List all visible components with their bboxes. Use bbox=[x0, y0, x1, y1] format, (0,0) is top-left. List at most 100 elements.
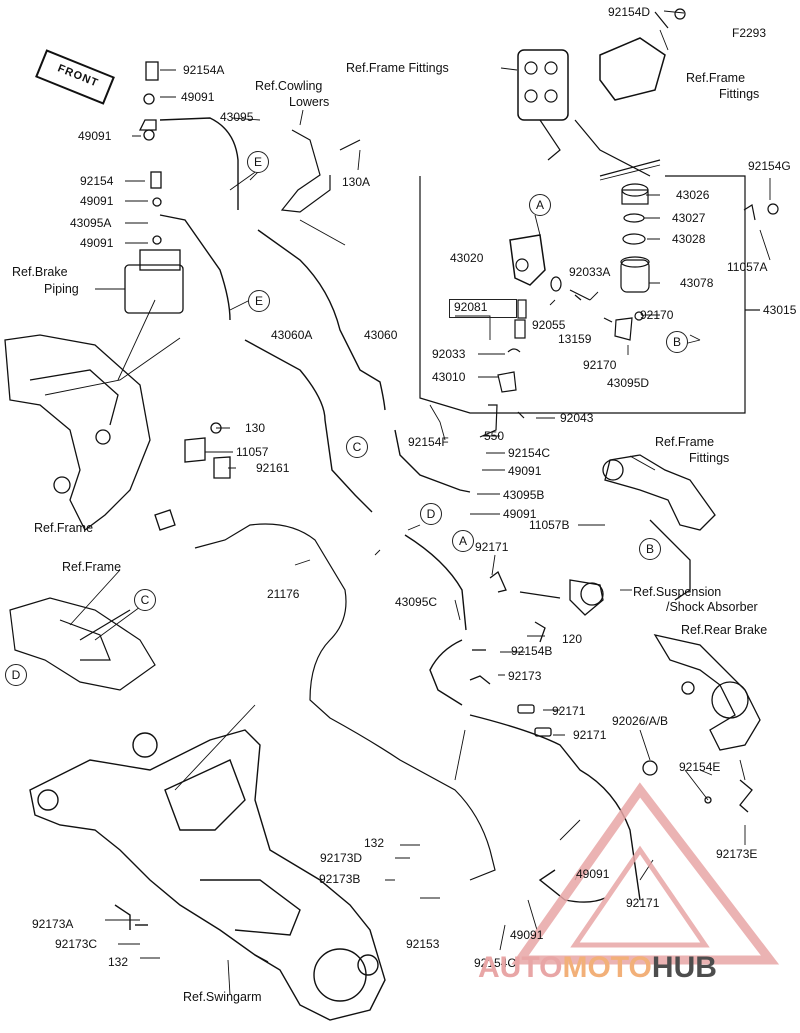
kit-box: 92081 bbox=[449, 299, 517, 318]
part-label: 43095C bbox=[395, 595, 438, 609]
watermark-part: AUTO bbox=[478, 951, 563, 984]
part-label: 92154B bbox=[511, 644, 553, 658]
callout-e: E bbox=[247, 151, 269, 173]
ref-label: Ref.Brake bbox=[12, 265, 68, 279]
part-label: 92161 bbox=[256, 461, 290, 475]
part-label: 43095B bbox=[503, 488, 545, 502]
part-label: 92154D bbox=[608, 5, 651, 19]
ref-label: Ref.Frame bbox=[62, 560, 122, 574]
part-label: 43060 bbox=[364, 328, 398, 342]
part-label: 130 bbox=[245, 421, 266, 435]
callout-d: D bbox=[5, 664, 27, 686]
part-label: 550 bbox=[484, 429, 505, 443]
callout-c: C bbox=[134, 589, 156, 611]
sensor-wire bbox=[194, 523, 496, 881]
left-frame bbox=[4, 334, 231, 531]
part-label: 43095D bbox=[607, 376, 650, 390]
part-label: 92055 bbox=[532, 318, 566, 332]
part-label: 92026/A/B bbox=[612, 714, 669, 728]
ref-label: Ref.Frame bbox=[655, 435, 715, 449]
ref-label: Piping bbox=[44, 282, 79, 296]
part-label: 92173D bbox=[320, 851, 363, 865]
part-label: 92173C bbox=[55, 937, 98, 951]
part-label: 92171 bbox=[552, 704, 586, 718]
part-label: 92153 bbox=[406, 937, 440, 951]
part-label: 92171 bbox=[475, 540, 509, 554]
part-label: 21176 bbox=[267, 587, 300, 601]
part-label: 49091 bbox=[181, 90, 215, 104]
part-label: 49091 bbox=[510, 928, 544, 942]
part-label: 43095 bbox=[220, 110, 254, 124]
ref-label: Ref.Swingarm bbox=[183, 990, 262, 1004]
rear-caliper-bracket bbox=[642, 634, 761, 813]
ref-label: Fittings bbox=[719, 87, 760, 101]
part-label: 92171 bbox=[573, 728, 607, 742]
part-label: 92154C bbox=[508, 446, 551, 460]
part-label: 92154C bbox=[474, 956, 517, 970]
ref-label: Ref.Cowling bbox=[255, 79, 323, 93]
part-label: 130A bbox=[342, 175, 371, 189]
frame-inset bbox=[9, 597, 156, 691]
part-label: 92173E bbox=[716, 847, 758, 861]
part-label: 43060A bbox=[271, 328, 313, 342]
part-label: 49091 bbox=[503, 507, 537, 521]
part-label: 120 bbox=[562, 632, 583, 646]
part-label: 92173B bbox=[319, 872, 361, 886]
part-label: 92170 bbox=[640, 308, 674, 322]
part-label: 49091 bbox=[80, 236, 114, 250]
part-label: 49091 bbox=[78, 129, 112, 143]
reservoir-components bbox=[479, 183, 779, 438]
part-label: 43010 bbox=[432, 370, 466, 384]
brake-hoses bbox=[159, 117, 641, 903]
part-label: 92154F bbox=[408, 435, 449, 449]
watermark-logo bbox=[511, 782, 780, 965]
part-label: 43020 bbox=[450, 251, 484, 265]
part-label: 92170 bbox=[583, 358, 617, 372]
ref-label: Lowers bbox=[289, 95, 330, 109]
callout-b: B bbox=[666, 331, 688, 353]
part-label: 92033A bbox=[569, 265, 611, 279]
ref-label: Ref.Suspension bbox=[633, 585, 722, 599]
callout-c: C bbox=[346, 436, 368, 458]
part-label: 92171 bbox=[626, 896, 660, 910]
reservoir-group-bracket bbox=[419, 175, 746, 414]
leader-lines bbox=[44, 10, 771, 996]
part-label: 11057 bbox=[236, 445, 269, 459]
ref-label: Ref.Frame bbox=[34, 521, 94, 535]
rear-master-area bbox=[469, 454, 716, 737]
watermark-part: MOTO bbox=[562, 951, 652, 984]
callout-d: D bbox=[420, 503, 442, 525]
ref-label: Ref.Frame bbox=[686, 71, 746, 85]
part-label: 43026 bbox=[676, 188, 710, 202]
ref-label: /Shock Absorber bbox=[666, 600, 758, 614]
part-label: 43095A bbox=[70, 216, 112, 230]
part-label: 49091 bbox=[80, 194, 114, 208]
part-label: 92154A bbox=[183, 63, 225, 77]
ref-label: Fittings bbox=[689, 451, 730, 465]
ref-label: Ref.Rear Brake bbox=[681, 623, 768, 637]
part-label: 11057A bbox=[727, 260, 768, 274]
part-label: 92154 bbox=[80, 174, 114, 188]
part-label: 92173A bbox=[32, 917, 74, 931]
part-label: 43028 bbox=[672, 232, 706, 246]
part-label: 92033 bbox=[432, 347, 466, 361]
watermark-text: AUTOMOTOHUB bbox=[478, 951, 717, 985]
swingarm bbox=[29, 729, 386, 1021]
figure-code: F2293 bbox=[732, 26, 767, 40]
callout-a: A bbox=[529, 194, 551, 216]
part-label: 92173 bbox=[508, 669, 542, 683]
part-label: 132 bbox=[364, 836, 385, 850]
part-label: 11057B bbox=[529, 518, 570, 532]
part-label: 92043 bbox=[560, 411, 594, 425]
part-label: 43027 bbox=[672, 211, 706, 225]
part-label: 43015 bbox=[763, 303, 797, 317]
part-label: 43078 bbox=[680, 276, 714, 290]
part-label: 132 bbox=[108, 955, 129, 969]
part-label: 92081 bbox=[454, 300, 488, 314]
part-label: 92154G bbox=[748, 159, 791, 173]
abs-unit bbox=[124, 61, 184, 314]
callout-e: E bbox=[248, 290, 270, 312]
part-label: 49091 bbox=[508, 464, 542, 478]
watermark-part: HUB bbox=[651, 951, 717, 984]
